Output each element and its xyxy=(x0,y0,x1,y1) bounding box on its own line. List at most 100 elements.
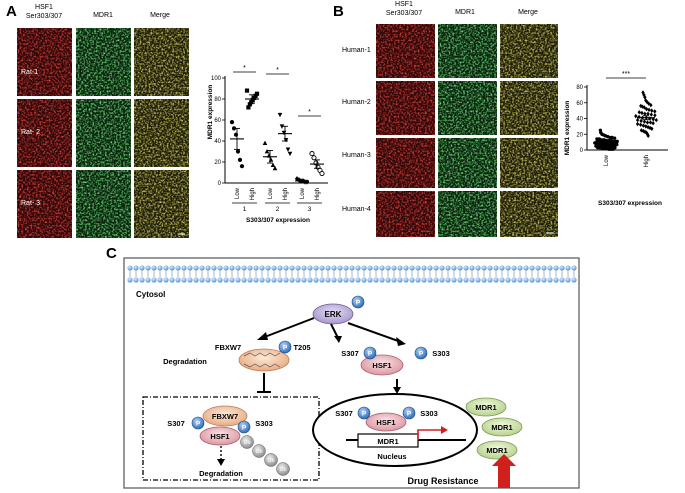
lipid-head xyxy=(343,277,349,283)
data-point xyxy=(311,155,317,161)
lipid-head xyxy=(433,277,439,283)
fbxw7-phospho-icon xyxy=(278,340,292,354)
lipid-head xyxy=(391,265,397,271)
data-point xyxy=(650,126,654,131)
group-label: 1 xyxy=(243,206,247,213)
lipid-head xyxy=(319,265,325,271)
y-tick-label: 100 xyxy=(211,76,222,82)
lipid-head xyxy=(139,277,145,283)
lipid-head xyxy=(361,265,367,271)
lipid-head xyxy=(265,265,271,271)
data-point xyxy=(239,164,245,169)
data-point xyxy=(235,149,241,154)
lipid-head xyxy=(241,277,247,283)
lipid-head xyxy=(235,277,241,283)
lipid-head xyxy=(133,277,139,283)
hsf1-s307-label: S307 xyxy=(341,349,359,358)
lipid-head xyxy=(253,277,259,283)
lipid-head xyxy=(217,265,223,271)
lipid-head xyxy=(331,277,337,283)
lipid-head xyxy=(301,277,307,283)
lipid-head xyxy=(451,277,457,283)
lipid-head xyxy=(475,265,481,271)
data-point xyxy=(250,97,255,103)
lipid-head xyxy=(175,265,181,271)
lipid-head xyxy=(127,277,133,283)
hsf1-label: HSF1 xyxy=(372,361,391,370)
lipid-head xyxy=(133,265,139,271)
lipid-head xyxy=(277,277,283,283)
lipid-head xyxy=(397,265,403,271)
lipid-head xyxy=(571,277,577,283)
lipid-head xyxy=(151,265,157,271)
data-point xyxy=(648,125,652,131)
data-point xyxy=(644,124,648,129)
panel-c-letter: C xyxy=(106,245,117,262)
p-label: P xyxy=(368,351,373,358)
ub-label: Ub xyxy=(279,467,286,473)
lipid-head xyxy=(289,265,295,271)
lipid-head xyxy=(511,265,517,271)
lipid-head xyxy=(289,277,295,283)
lipid-head xyxy=(349,265,355,271)
mdr1-protein-label: MDR1 xyxy=(491,423,512,432)
data-point xyxy=(649,112,654,117)
data-point xyxy=(277,112,283,118)
panel-a-row-label-3: Rat- 3 xyxy=(21,200,40,207)
hsf1-s307-phospho-icon xyxy=(363,346,377,360)
x-tick-label: High xyxy=(283,188,289,200)
lipid-head xyxy=(199,265,205,271)
x-tick-label: Low xyxy=(235,187,241,199)
lipid-head xyxy=(319,277,325,283)
cytosol-label: Cytosol xyxy=(136,290,165,299)
x-tick-label: Low xyxy=(300,187,306,199)
erk-label: ERK xyxy=(325,310,342,319)
ub-label: Ub xyxy=(243,440,250,446)
lipid-head xyxy=(571,265,577,271)
lipid-head xyxy=(469,277,475,283)
lipid-head xyxy=(205,277,211,283)
data-point xyxy=(634,113,638,119)
data-point xyxy=(639,128,644,133)
data-point xyxy=(646,133,650,139)
lipid-head xyxy=(445,265,451,271)
hsf1-nuclear-node xyxy=(365,412,407,432)
data-point xyxy=(635,121,640,127)
lipid-head xyxy=(463,265,469,271)
lipid-head xyxy=(181,265,187,271)
data-point xyxy=(651,121,655,126)
y-tick-label: 0 xyxy=(580,148,584,154)
mdr1-protein-3 xyxy=(476,440,518,460)
data-point xyxy=(653,109,657,114)
lipid-head xyxy=(499,277,505,283)
lipid-head xyxy=(307,277,313,283)
chart-b-ylabel: MDR1 expression xyxy=(564,101,571,156)
fbxw7-label: FBXW7 xyxy=(215,343,241,352)
lipid-head xyxy=(367,277,373,283)
lipid-head xyxy=(367,265,373,271)
group-label: 2 xyxy=(276,206,280,213)
lipid-head xyxy=(535,277,541,283)
data-point xyxy=(270,162,276,168)
lipid-head xyxy=(259,265,265,271)
y-tick-label: 60 xyxy=(214,118,221,124)
data-point xyxy=(595,137,599,141)
lipid-head xyxy=(325,277,331,283)
lipid-head xyxy=(235,265,241,271)
panel-b-header-mdr1: MDR1 xyxy=(455,9,475,16)
lipid-head xyxy=(499,265,505,271)
lipid-head xyxy=(187,277,193,283)
data-point xyxy=(262,140,268,145)
lipid-head xyxy=(541,277,547,283)
data-point xyxy=(244,88,250,93)
lipid-head xyxy=(397,277,403,283)
nuclear-s303-label: S303 xyxy=(420,409,438,418)
panel-a-header-merge: Merge xyxy=(150,12,170,19)
data-point xyxy=(233,132,239,137)
lipid-head xyxy=(313,277,319,283)
lipid-head xyxy=(343,265,349,271)
lipid-head xyxy=(415,277,421,283)
